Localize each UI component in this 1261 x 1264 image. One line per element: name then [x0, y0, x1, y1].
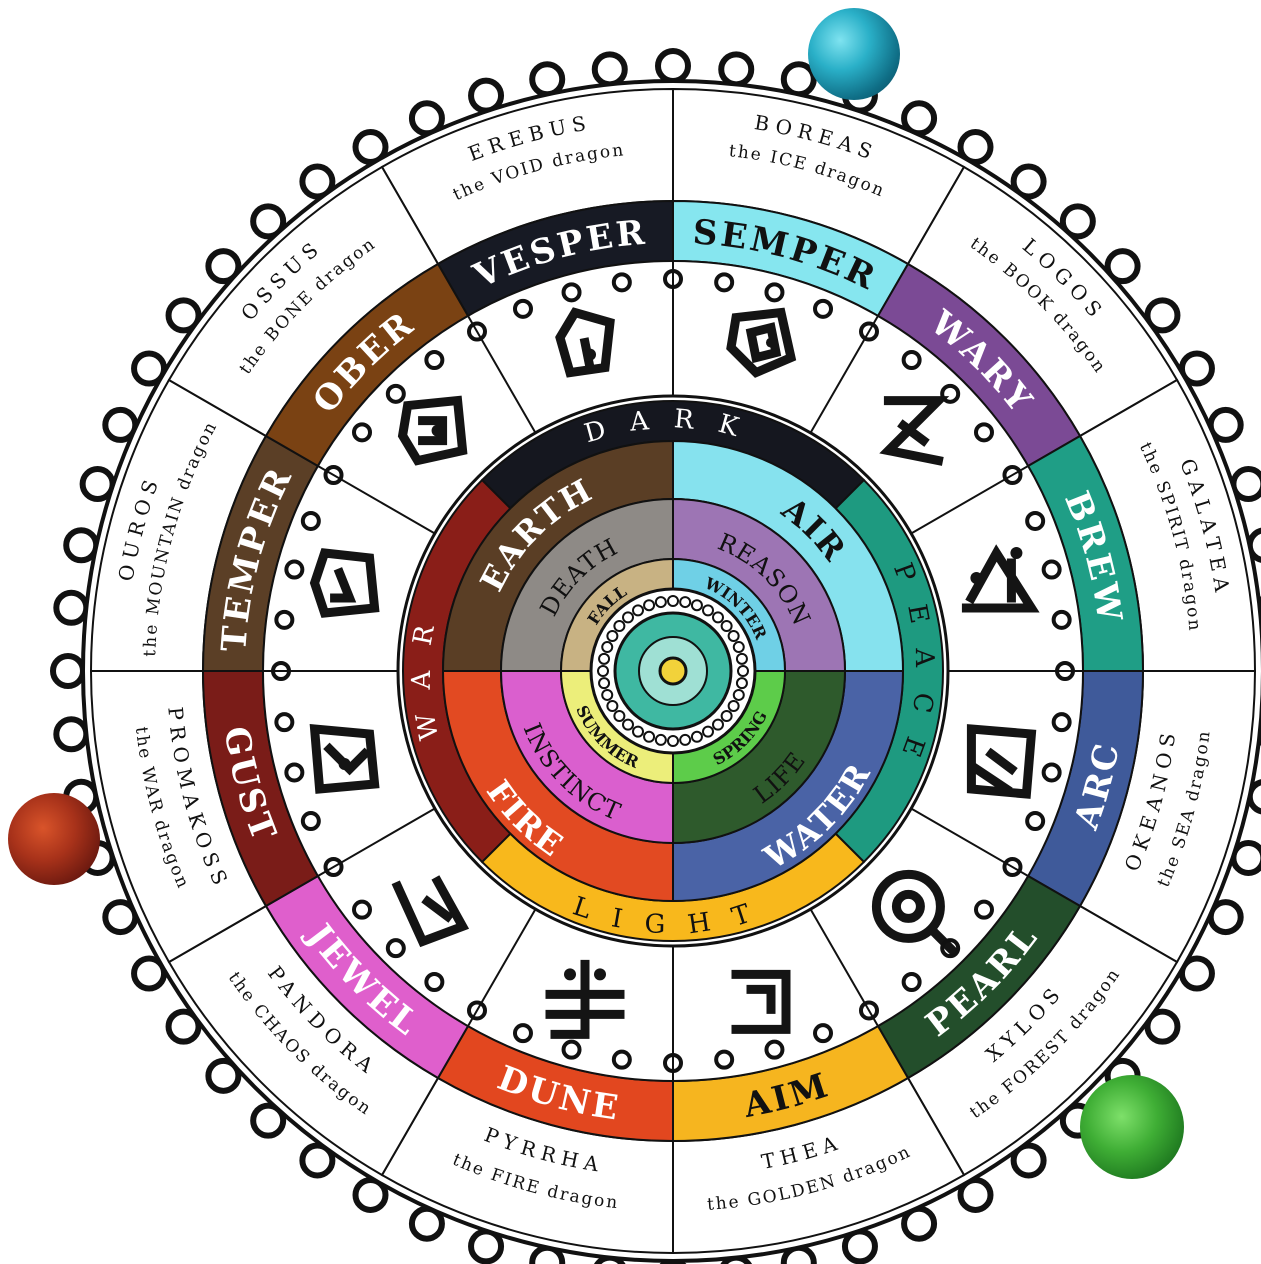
red-moon	[8, 793, 100, 885]
core-center	[660, 658, 686, 684]
blue-moon	[808, 8, 900, 100]
core	[591, 589, 755, 753]
green-moon	[1080, 1075, 1184, 1179]
